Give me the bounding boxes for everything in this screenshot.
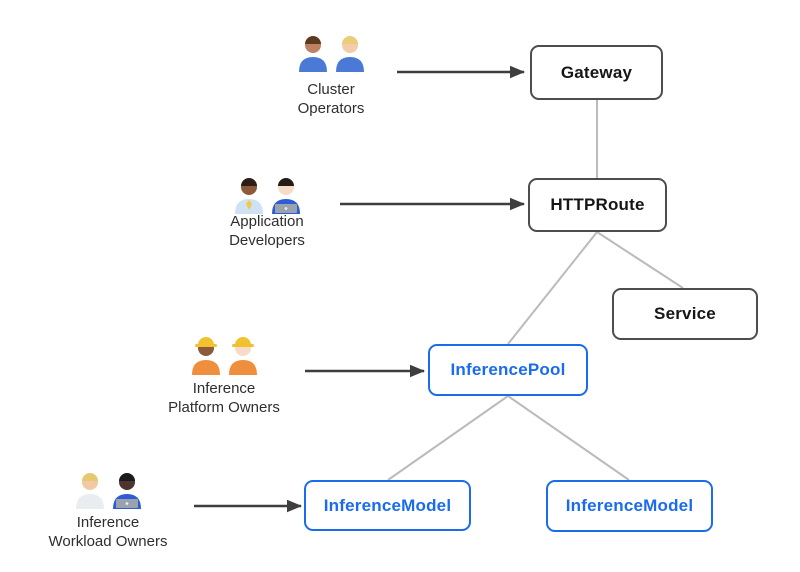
node-label: InferenceModel: [323, 495, 452, 515]
tree-link-httproute-to-inferencepool: [507, 231, 598, 345]
inference-workload-owners-icon: [63, 467, 153, 509]
person-glyph: [298, 36, 327, 72]
person-glyph: [271, 178, 300, 214]
person-glyph: [228, 337, 257, 375]
application-developers-icon: [222, 172, 312, 214]
node-label: InferencePool: [450, 360, 566, 379]
node-inferencepool: InferencePool: [428, 344, 588, 396]
node-service: Service: [612, 288, 758, 340]
person-glyph: [75, 473, 104, 509]
persona-label-line: Cluster: [307, 81, 355, 98]
inference-platform-owners-icon: [179, 333, 269, 375]
persona-label-line: Workload Owners: [48, 533, 168, 550]
node-inferencemodel-right: InferenceModel: [546, 480, 713, 532]
node-label: Service: [654, 304, 716, 323]
persona-label-line: Developers: [229, 232, 305, 249]
persona-label-line: Operators: [297, 100, 365, 117]
person-glyph: [112, 473, 141, 509]
node-label: HTTPRoute: [550, 195, 645, 214]
node-httproute: HTTPRoute: [528, 178, 667, 232]
person-glyph: [234, 178, 263, 214]
tree-link-inferencepool-to-inferencemodel-left: [387, 395, 509, 481]
person-glyph: [191, 337, 220, 375]
person-glyph: [335, 36, 364, 72]
node-inferencemodel-left: InferenceModel: [304, 480, 471, 531]
persona-label-line: Inference: [192, 380, 256, 397]
node-label: InferenceModel: [565, 496, 694, 515]
persona-label-line: Application: [230, 213, 304, 230]
persona-label-line: Platform Owners: [168, 399, 280, 416]
persona-label-line: Inference: [76, 514, 140, 531]
node-label: Gateway: [560, 62, 633, 82]
tree-link-httproute-to-service: [596, 231, 684, 289]
cluster-operators-icon: [286, 30, 376, 72]
node-gateway: Gateway: [530, 45, 663, 100]
tree-link-inferencepool-to-inferencemodel-right: [507, 395, 630, 481]
